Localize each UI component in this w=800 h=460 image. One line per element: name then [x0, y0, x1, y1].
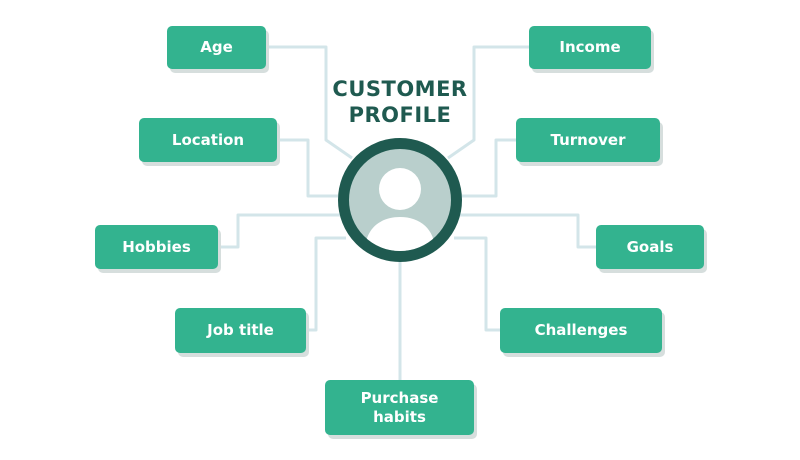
- connector-location: [277, 138, 338, 198]
- node-hobbies-label: Hobbies: [122, 237, 191, 256]
- node-job-title[interactable]: Job title: [175, 308, 306, 353]
- node-goals[interactable]: Goals: [596, 225, 704, 269]
- diagram-title: CUSTOMER PROFILE: [310, 76, 490, 128]
- node-income[interactable]: Income: [529, 26, 651, 69]
- node-challenges[interactable]: Challenges: [500, 308, 662, 353]
- title-line-2: PROFILE: [348, 103, 452, 127]
- node-purchase-habits-text: Purchase habits: [361, 389, 439, 427]
- node-purchase-habits-line-2: habits: [373, 407, 426, 426]
- node-location[interactable]: Location: [139, 118, 277, 162]
- connector-age: [266, 45, 353, 160]
- connector-challenges: [454, 236, 500, 332]
- node-hobbies[interactable]: Hobbies: [95, 225, 218, 269]
- connector-turnover: [462, 138, 516, 198]
- customer-avatar: [338, 138, 462, 262]
- node-job-title-label: Job title: [207, 321, 274, 339]
- node-turnover-label: Turnover: [550, 130, 626, 149]
- connector-job-title: [306, 236, 346, 332]
- node-purchase-habits-line-1: Purchase: [360, 388, 439, 407]
- node-turnover[interactable]: Turnover: [516, 118, 660, 162]
- node-location-label: Location: [171, 130, 245, 149]
- node-income-label: Income: [559, 38, 621, 56]
- node-challenges-label: Challenges: [534, 321, 628, 339]
- node-purchase-habits[interactable]: Purchase habits: [325, 380, 474, 435]
- node-age-label: Age: [200, 38, 233, 56]
- node-age[interactable]: Age: [167, 26, 266, 69]
- title-line-1: CUSTOMER: [332, 77, 468, 101]
- connector-goals: [458, 213, 596, 249]
- connector-hobbies: [218, 213, 342, 249]
- connector-income: [447, 45, 529, 160]
- person-icon: [365, 168, 435, 251]
- node-goals-label: Goals: [626, 237, 674, 256]
